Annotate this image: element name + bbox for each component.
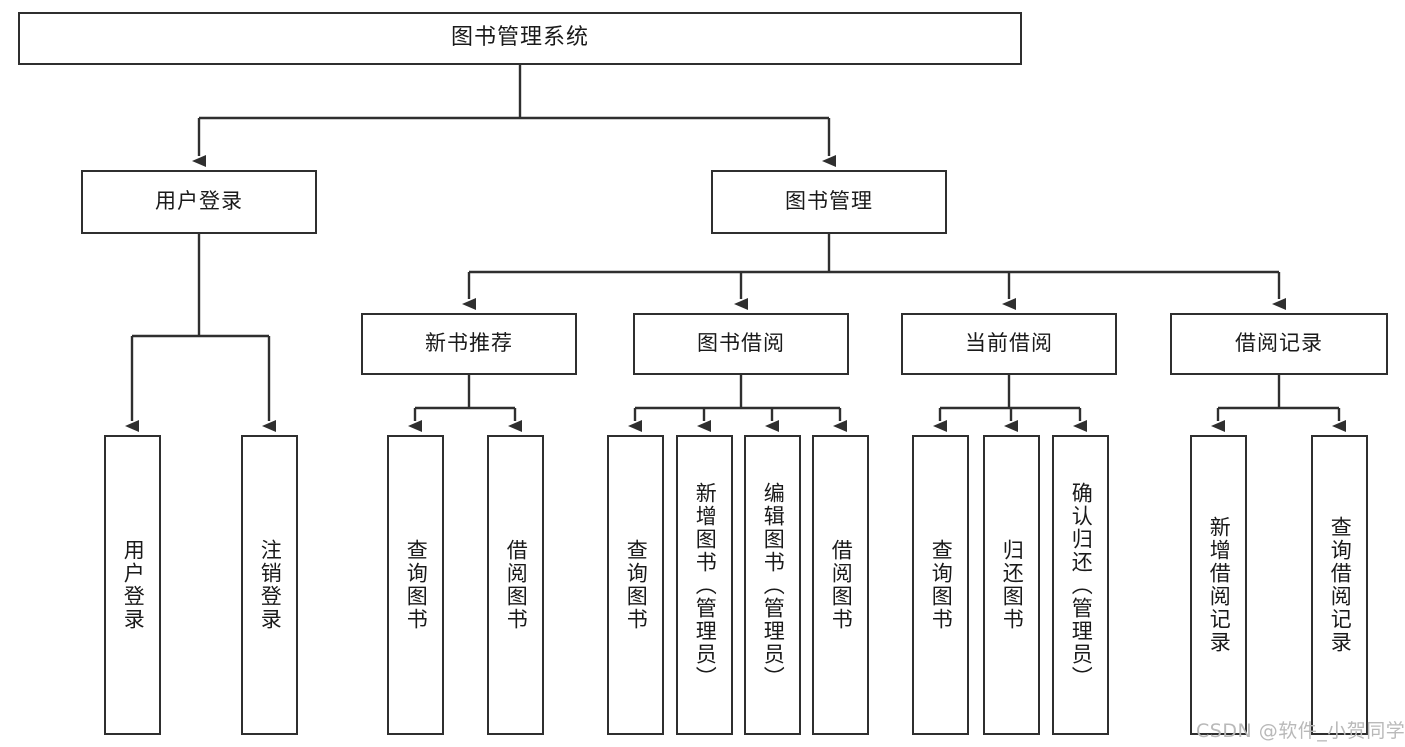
node-leaf-return-book[interactable]: 归还图书 <box>983 435 1040 735</box>
leaf-node-label: 新增图书（管理员） <box>693 481 718 689</box>
node-book-borrow[interactable]: 图书借阅 <box>633 313 849 375</box>
leaf-node-label: 查询图书 <box>624 539 649 631</box>
node-leaf-borrow-books-1[interactable]: 借阅图书 <box>487 435 544 735</box>
node-user-login[interactable]: 用户登录 <box>81 170 317 234</box>
node-root-label: 图书管理系统 <box>450 25 589 51</box>
leaf-node-label: 查询图书 <box>929 539 954 631</box>
node-leaf-query-books-1[interactable]: 查询图书 <box>387 435 444 735</box>
node-leaf-query-books-3[interactable]: 查询图书 <box>912 435 969 735</box>
leaf-node-label: 归还图书 <box>1000 539 1025 631</box>
node-leaf-add-record[interactable]: 新增借阅记录 <box>1190 435 1247 735</box>
leaf-node-label: 借阅图书 <box>829 539 854 631</box>
leaf-node-label: 查询借阅记录 <box>1328 516 1353 654</box>
node-leaf-query-books-2[interactable]: 查询图书 <box>607 435 664 735</box>
node-leaf-edit-book[interactable]: 编辑图书（管理员） <box>744 435 801 735</box>
level2-node-label: 图书借阅 <box>697 331 785 356</box>
node-leaf-add-book[interactable]: 新增图书（管理员） <box>676 435 733 735</box>
leaf-node-label: 确认归还（管理员） <box>1069 481 1094 689</box>
node-leaf-user-login[interactable]: 用户登录 <box>104 435 161 735</box>
node-current-borrow[interactable]: 当前借阅 <box>901 313 1117 375</box>
node-leaf-query-record[interactable]: 查询借阅记录 <box>1311 435 1368 735</box>
node-book-manage[interactable]: 图书管理 <box>711 170 947 234</box>
leaf-node-label: 查询图书 <box>404 539 429 631</box>
node-leaf-confirm-return[interactable]: 确认归还（管理员） <box>1052 435 1109 735</box>
leaf-node-label: 借阅图书 <box>504 539 529 631</box>
leaf-node-label: 用户登录 <box>121 539 146 631</box>
leaf-node-label: 编辑图书（管理员） <box>761 481 786 689</box>
leaf-node-label: 新增借阅记录 <box>1207 516 1232 654</box>
level2-node-label: 新书推荐 <box>425 331 513 356</box>
node-borrow-record[interactable]: 借阅记录 <box>1170 313 1388 375</box>
level1-node-label: 图书管理 <box>785 189 873 214</box>
level2-node-label: 借阅记录 <box>1235 331 1323 356</box>
node-leaf-borrow-books-2[interactable]: 借阅图书 <box>812 435 869 735</box>
node-root[interactable]: 图书管理系统 <box>18 12 1022 65</box>
level1-node-label: 用户登录 <box>155 189 243 214</box>
level2-node-label: 当前借阅 <box>965 331 1053 356</box>
leaf-node-label: 注销登录 <box>258 539 283 631</box>
node-new-book-recommend[interactable]: 新书推荐 <box>361 313 577 375</box>
node-leaf-logout[interactable]: 注销登录 <box>241 435 298 735</box>
